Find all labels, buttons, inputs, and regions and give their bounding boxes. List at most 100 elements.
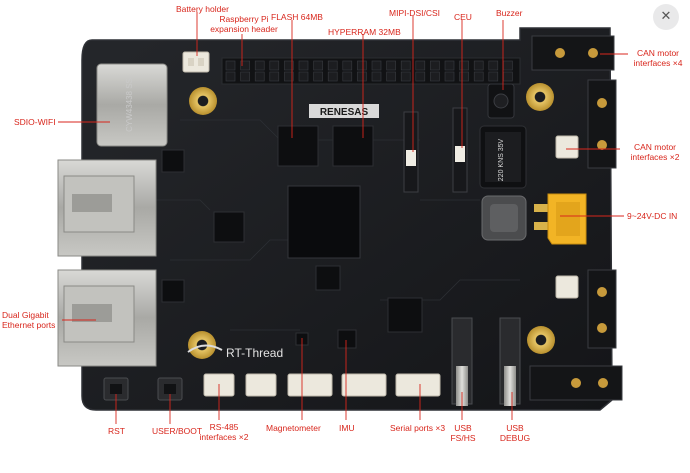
label-hyperram: HYPERRAM 32MB	[328, 27, 401, 37]
label-serial: Serial ports ×3	[390, 423, 446, 433]
label-imu: IMU	[339, 423, 355, 433]
header-pin	[327, 60, 338, 71]
small-chip	[213, 211, 245, 243]
header-pin	[327, 71, 338, 82]
ethernet-phy-chip	[161, 279, 185, 303]
header-pin	[503, 60, 513, 71]
label-flash: FLASH 64MB	[271, 12, 323, 22]
label-can-x4: CAN motor interfaces ×4	[633, 48, 683, 68]
hyperram-chip	[332, 125, 374, 167]
header-pin	[415, 60, 426, 71]
header-pin	[473, 71, 484, 82]
header-pin	[459, 60, 469, 71]
header-pin	[444, 71, 455, 82]
header-pin	[357, 71, 367, 82]
header-pin	[430, 60, 440, 71]
label-ethernet: Dual Gigabit Ethernet ports	[2, 310, 56, 330]
jst-connector	[245, 373, 277, 397]
capacitor-marking: 220 KNS 35V	[498, 138, 505, 181]
header-pin	[473, 60, 484, 71]
header-pin	[444, 60, 455, 71]
label-magnetometer: Magnetometer	[266, 423, 321, 433]
header-pin	[284, 60, 294, 71]
header-pin	[225, 71, 236, 82]
ethernet-port-2	[57, 269, 157, 367]
label-rst: RST	[108, 426, 125, 436]
header-pin	[400, 60, 411, 71]
header-pin	[342, 60, 353, 71]
header-pin	[386, 60, 396, 71]
header-pin	[225, 60, 236, 71]
label-dc-in: 9~24V-DC IN	[627, 211, 678, 221]
label-rpi-header: Raspberry Pi expansion header	[210, 14, 278, 34]
header-pin	[488, 60, 499, 71]
imu-chip	[337, 329, 357, 349]
label-usb-fs: USB FS/HS	[450, 423, 476, 443]
usb-fs-hs-port	[451, 317, 473, 406]
jst-connector	[395, 373, 441, 397]
header-pin	[371, 71, 382, 82]
inductor	[481, 195, 527, 241]
header-pin	[313, 60, 323, 71]
close-icon: ✕	[660, 9, 672, 24]
label-battery-holder: Battery holder	[176, 4, 229, 14]
label-mipi: MIPI-DSI/CSI	[389, 8, 441, 18]
wifi-module: CYW43438 SS	[96, 63, 168, 147]
close-button[interactable]: ✕	[653, 4, 679, 30]
usb-chip	[315, 265, 341, 291]
label-sdio-wifi: SDIO-WIFI	[14, 117, 56, 127]
ceu-connector	[452, 107, 468, 193]
header-pin	[254, 60, 265, 71]
can-x4-connector	[531, 35, 615, 71]
wifi-module-marking: CYW43438 SS	[125, 78, 134, 132]
battery-holder-connector	[182, 51, 210, 73]
header-pin	[240, 71, 250, 82]
bottom-right-can-block	[529, 365, 623, 401]
leader-lines	[58, 12, 628, 424]
rt-thread-logo: RT-Thread	[187, 344, 283, 360]
dc-in-connector	[534, 193, 587, 245]
label-user-boot: USER/BOOT	[152, 426, 203, 436]
mcu-chip	[287, 185, 361, 259]
label-usb-debug: USB DEBUG	[499, 423, 531, 443]
ethernet-phy-chip	[161, 149, 185, 173]
header-pin	[503, 71, 513, 82]
label-buzzer: Buzzer	[496, 8, 523, 18]
rpi-header	[221, 57, 521, 85]
header-pin	[254, 71, 265, 82]
label-ceu: CEU	[454, 12, 472, 22]
header-pin	[430, 71, 440, 82]
can-transceiver-chip	[387, 297, 423, 333]
header-pin	[240, 60, 250, 71]
header-pin	[488, 71, 499, 82]
rt-thread-logo-text: RT-Thread	[226, 346, 283, 360]
header-pin	[269, 60, 280, 71]
header-pin	[298, 71, 309, 82]
label-can-x2: CAN motor interfaces ×2	[630, 142, 680, 162]
label-rs485: RS-485 interfaces ×2	[199, 422, 249, 442]
header-pin	[342, 71, 353, 82]
side-jst-connector	[555, 275, 579, 299]
header-pin	[357, 60, 367, 71]
jst-connector	[287, 373, 333, 397]
bottom-right-terminal	[587, 269, 617, 349]
header-pin	[269, 71, 280, 82]
buzzer	[487, 83, 515, 119]
capacitor: 220 KNS 35V	[479, 125, 527, 189]
header-pin	[459, 71, 469, 82]
header-pin	[415, 71, 426, 82]
header-pin	[284, 71, 294, 82]
renesas-logo-text: RENESAS	[320, 107, 369, 118]
header-pin	[400, 71, 411, 82]
usb-debug-port	[499, 317, 521, 406]
renesas-logo: RENESAS	[309, 104, 379, 118]
can-x2-terminal	[587, 79, 617, 169]
ethernet-port-1	[57, 159, 157, 257]
mounting-hole	[526, 83, 554, 111]
header-pin	[298, 60, 309, 71]
can-x2-connector	[555, 135, 579, 159]
mounting-hole	[189, 87, 217, 115]
header-pin	[386, 71, 396, 82]
